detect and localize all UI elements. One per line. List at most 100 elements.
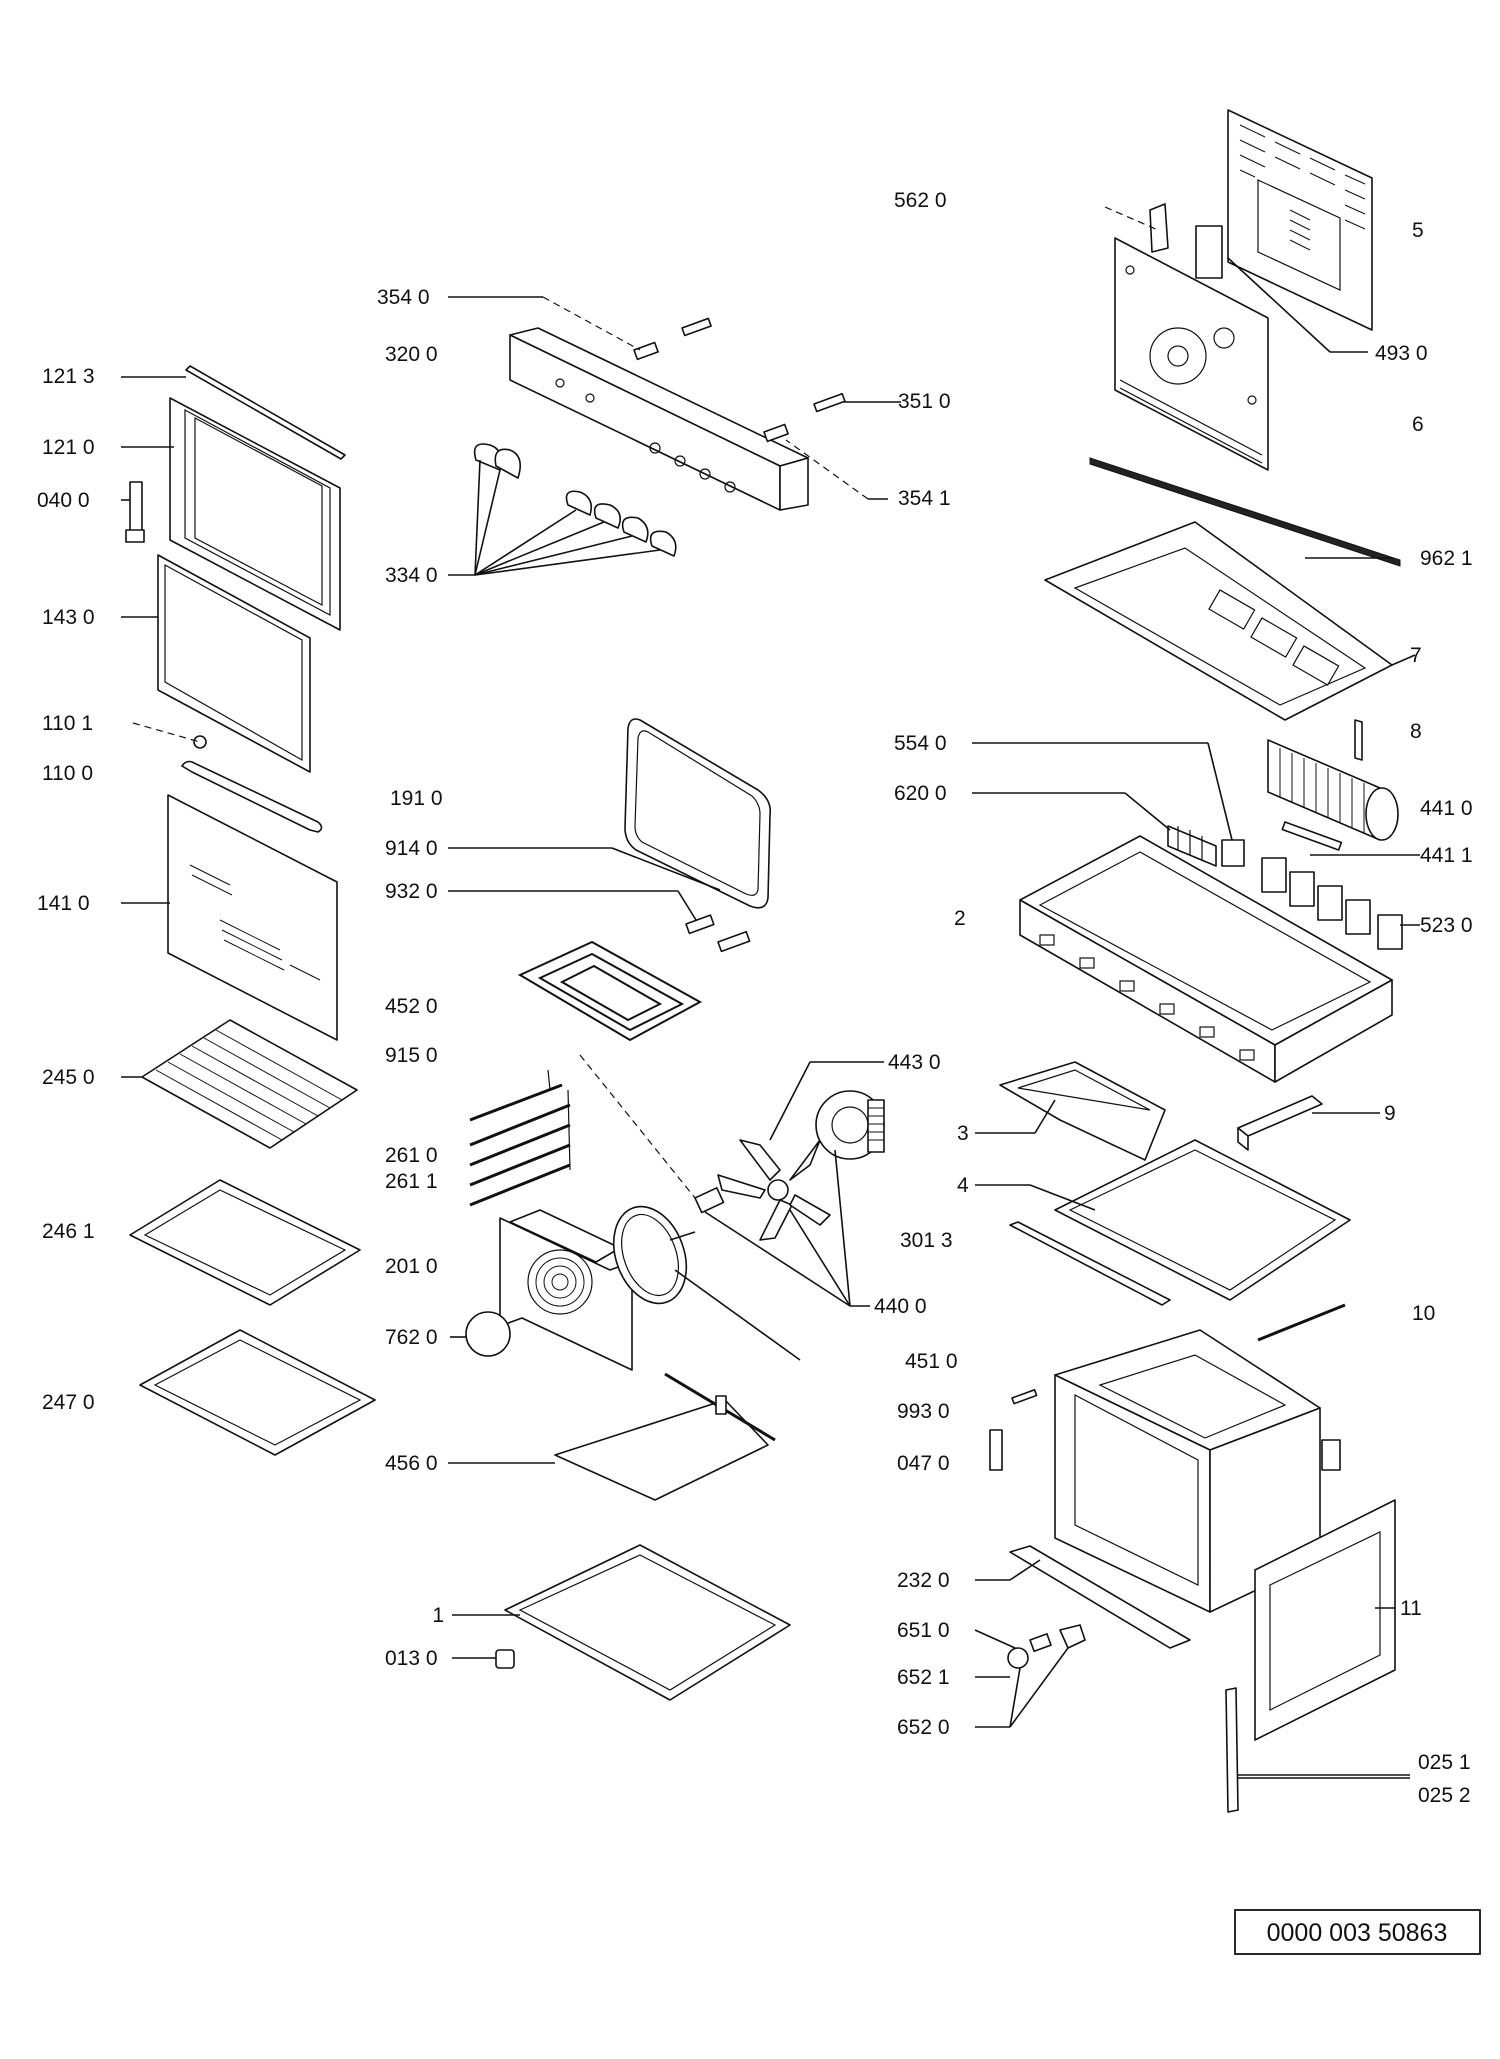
label-1: 1 [432,1604,444,1627]
label-915-0: 915 0 [385,1044,438,1067]
part-rod [1257,1303,1346,1342]
part-hinge-plate [989,1429,1003,1471]
label-562-0: 562 0 [894,189,947,212]
part-wire-shelf [141,1019,358,1149]
label-261-0: 261 0 [385,1144,438,1167]
label-247-0: 247 0 [42,1391,95,1414]
label-025-1: 025 1 [1418,1751,1471,1774]
part-fan-shroud-panel [1114,237,1269,471]
label-441-1: 441 1 [1420,844,1473,867]
label-110-0: 110 0 [42,762,93,785]
label-11: 11 [1400,1597,1422,1620]
part-bottom-plate [504,1544,791,1701]
label-245-0: 245 0 [42,1066,95,1089]
part-baking-tray [129,1179,361,1306]
label-040-0: 040 0 [37,489,90,512]
label-301-3: 301 3 [900,1229,953,1252]
label-493-0: 493 0 [1375,342,1428,365]
part-oven-cavity [1054,1329,1341,1613]
label-554-0: 554 0 [894,732,947,755]
part-screw [1011,1388,1038,1405]
part-bottom-heating-element [554,1372,776,1501]
label-10: 10 [1412,1302,1435,1325]
part-grill-element [517,940,703,1042]
part-door-hinge [125,481,145,543]
part-coupling [694,1187,725,1214]
part-back-panel [1149,109,1373,331]
label-652-0: 652 0 [897,1716,950,1739]
label-456-0: 456 0 [385,1452,438,1475]
label-914-0: 914 0 [385,837,438,860]
part-mid-plate [1009,1139,1351,1306]
label-652-1: 652 1 [897,1666,950,1689]
part-control-panel [509,327,809,511]
part-upper-plate [999,1061,1166,1161]
part-door-top-strip [185,365,346,460]
part-vertical-strip [1225,1687,1239,1813]
label-9: 9 [1384,1102,1396,1125]
part-labels: 562 0 5 354 0 320 0 493 0 121 3 351 0 12… [37,189,1473,1807]
part-lamp-cover [465,1311,511,1357]
label-993-0: 993 0 [897,1400,950,1423]
label-110-1: 110 1 [42,712,93,735]
label-452-0: 452 0 [385,995,438,1018]
label-025-2: 025 2 [1418,1784,1471,1807]
label-620-0: 620 0 [894,782,947,805]
part-screws-top [633,317,846,443]
label-451-0: 451 0 [905,1350,958,1373]
label-441-0: 441 0 [1420,797,1473,820]
part-bracket [1237,1095,1323,1137]
label-3: 3 [957,1122,969,1145]
part-door-gasket [624,718,772,909]
label-354-0: 354 0 [377,286,430,309]
part-top-panel [1044,521,1393,721]
part-shelf-runners [469,1069,571,1207]
label-013-0: 013 0 [385,1647,438,1670]
label-440-0: 440 0 [874,1295,927,1318]
drawing-code: 0000 003 50863 [1267,1919,1448,1947]
label-7: 7 [1410,644,1422,667]
label-6: 6 [1412,413,1424,436]
label-8: 8 [1410,720,1422,743]
label-651-0: 651 0 [897,1619,950,1642]
part-door-handle [181,735,323,833]
part-lamp-parts [685,914,751,953]
label-143-0: 143 0 [42,606,95,629]
label-932-0: 932 0 [385,880,438,903]
part-sealing-strip [1089,457,1401,567]
label-351-0: 351 0 [898,390,951,413]
label-141-0: 141 0 [37,892,90,915]
label-2: 2 [954,907,966,930]
label-191-0: 191 0 [390,787,443,810]
part-fan-ring [612,1205,696,1305]
label-443-0: 443 0 [888,1051,941,1074]
leader-lines [121,206,1420,1779]
label-232-0: 232 0 [897,1569,950,1592]
drawing-code-box: 0000 003 50863 [1234,1909,1481,1955]
label-261-1: 261 1 [385,1170,438,1193]
part-control-knobs [473,443,677,557]
part-terminal-block [1167,825,1245,867]
label-121-0: 121 0 [42,436,95,459]
label-334-0: 334 0 [385,564,438,587]
part-fan-cover [499,1209,633,1371]
part-bottom-rail [1009,1545,1191,1649]
label-5: 5 [1412,219,1424,242]
part-fan-blade [717,1139,831,1241]
part-outer-door-glass [167,794,338,1041]
label-047-0: 047 0 [897,1452,950,1475]
part-fan-motor [815,1090,885,1160]
part-deep-tray [139,1329,376,1456]
label-523-0: 523 0 [1420,914,1473,937]
part-control-chassis [1019,835,1403,1083]
label-962-1: 962 1 [1420,547,1473,570]
part-side-panel [1254,1499,1396,1741]
label-121-3: 121 3 [42,365,95,388]
label-246-1: 246 1 [42,1220,95,1243]
part-glass-frame [157,554,311,773]
label-762-0: 762 0 [385,1326,438,1349]
label-354-1: 354 1 [898,487,951,510]
part-knob-assembly [1007,1624,1086,1669]
label-4: 4 [957,1174,969,1197]
